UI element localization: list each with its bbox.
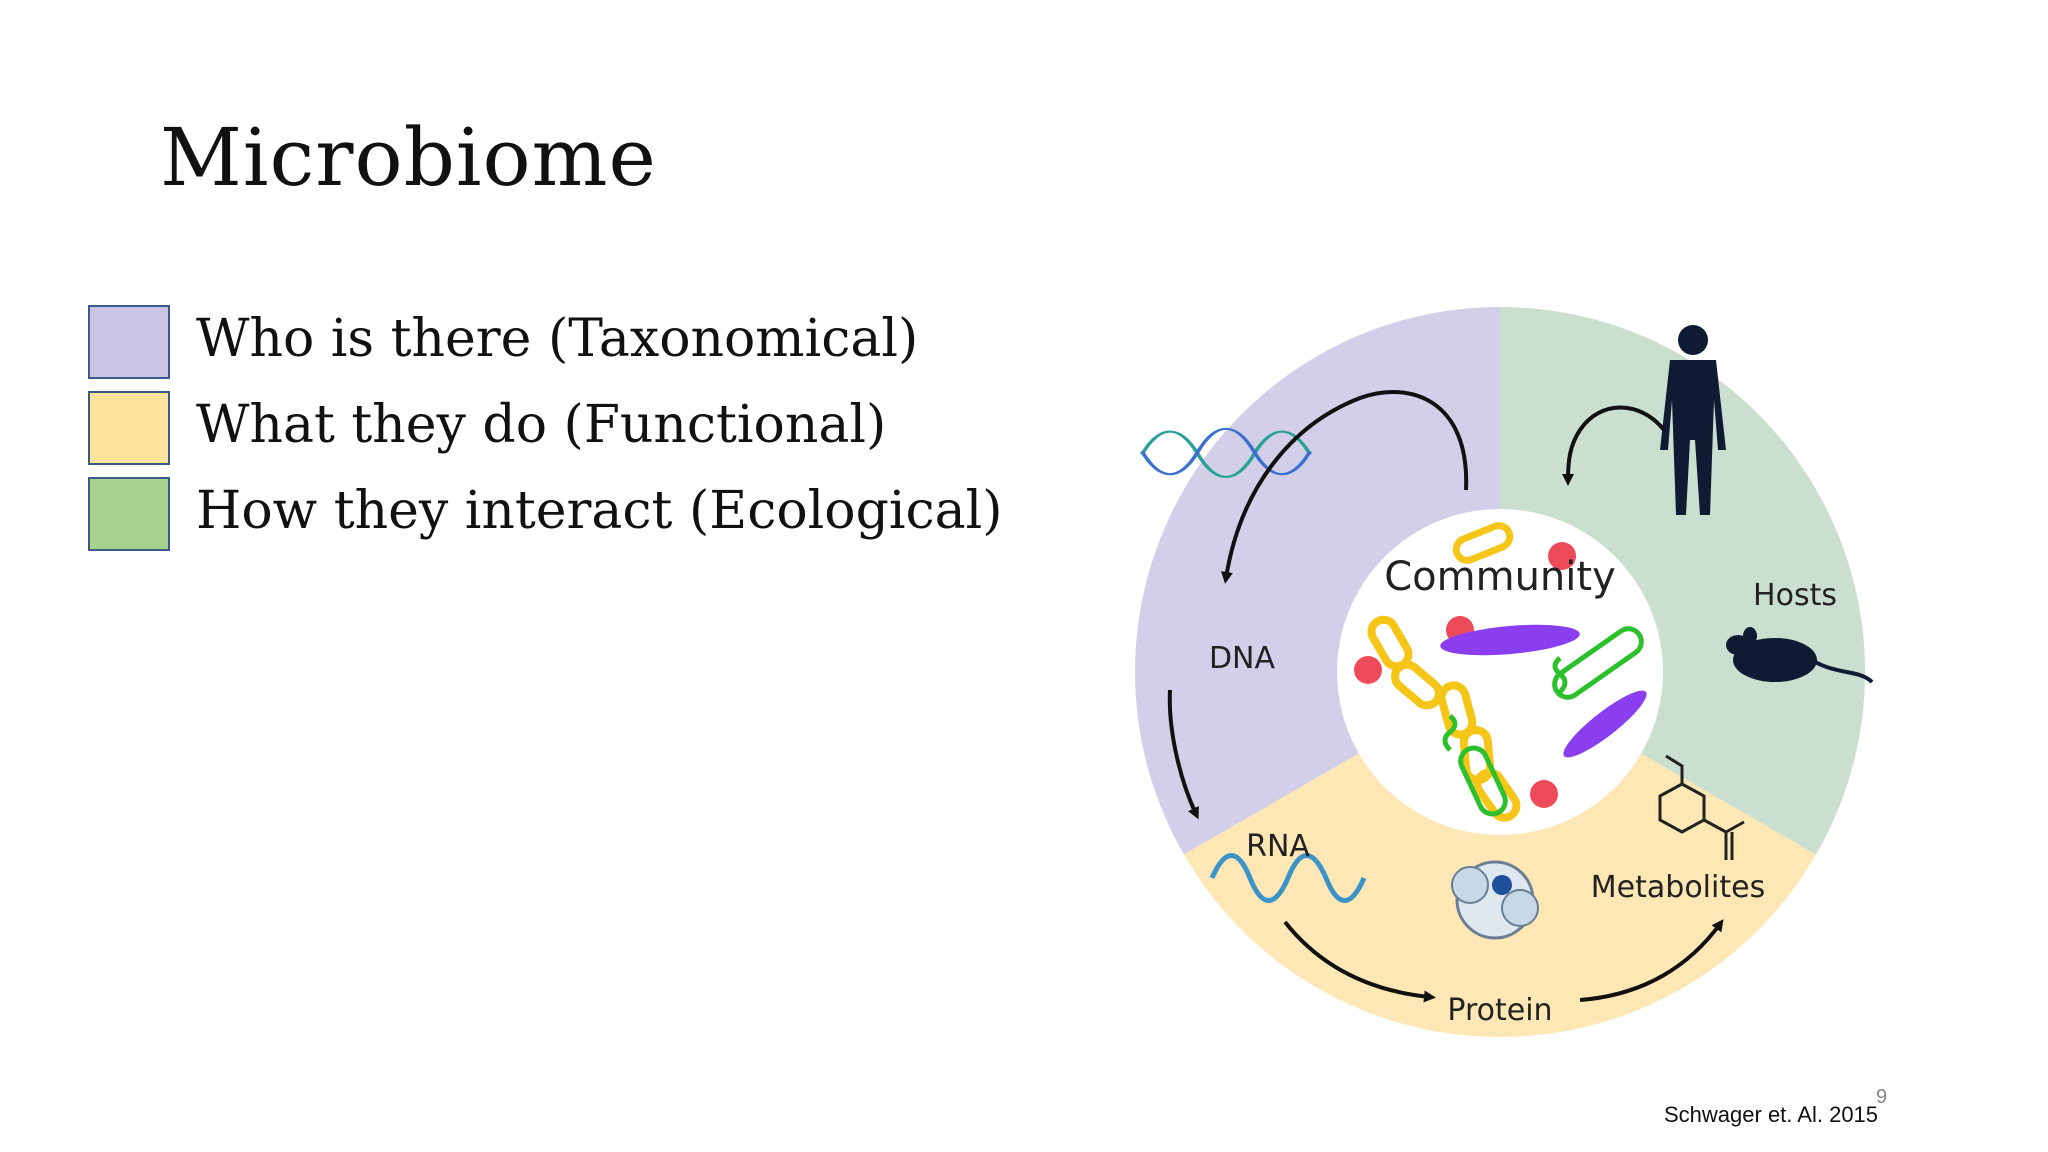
dna-label: DNA [1209, 641, 1276, 676]
legend-swatch-purple [88, 305, 170, 379]
legend-swatch-yellow [88, 391, 170, 465]
arrow-rna-to-protein [1283, 920, 1436, 1003]
protein-structure-icon [1451, 860, 1539, 940]
metabolites-label: Metabolites [1591, 870, 1765, 905]
page-number: 9 [1876, 1086, 1888, 1108]
hosts-label: Hosts [1753, 578, 1837, 613]
microbiome-diagram: Community DNA RNA Protein Metabolites [1134, 307, 1874, 1038]
arrow-protein-to-metabolites [1579, 919, 1724, 1002]
legend-label: How they interact (Ecological) [196, 481, 1003, 541]
rna-wave-icon [1209, 853, 1367, 903]
human-silhouette-icon [1660, 325, 1726, 515]
arrow-hosts-to-community [1562, 405, 1666, 486]
slide-title: Microbiome [160, 111, 657, 204]
arrow-dna-to-rna [1167, 689, 1199, 820]
community-label: Community [1384, 554, 1616, 600]
rna-label: RNA [1246, 829, 1310, 864]
legend-label: Who is there (Taxonomical) [196, 309, 919, 369]
arrow-community-to-dna [1221, 390, 1469, 584]
mouse-silhouette-icon [1726, 627, 1874, 684]
legend-label: What they do (Functional) [196, 395, 887, 455]
metabolite-molecule-icon [1658, 754, 1745, 860]
sector-functional [1183, 672, 1817, 1038]
community-circle [1337, 509, 1663, 835]
citation: Schwager et. Al. 2015 [1664, 1102, 1879, 1127]
dna-helix-icon [1140, 427, 1312, 478]
legend-swatch-green [88, 477, 170, 551]
microbes-illustration [1354, 522, 1647, 822]
protein-label: Protein [1447, 993, 1552, 1028]
process-arrows [1167, 390, 1724, 1003]
